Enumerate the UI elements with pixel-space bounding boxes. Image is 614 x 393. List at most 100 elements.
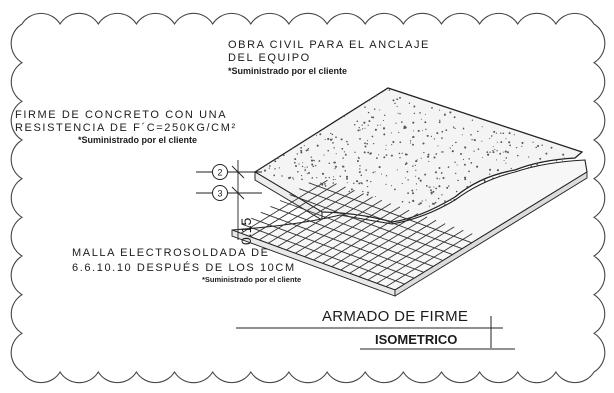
stipple-dot bbox=[425, 128, 427, 131]
stipple-dot bbox=[392, 140, 395, 144]
stipple-dot bbox=[372, 171, 375, 174]
stipple-dot bbox=[423, 151, 425, 154]
stipple-dot bbox=[425, 185, 428, 187]
stipple-dot bbox=[412, 143, 414, 146]
concrete-slab bbox=[253, 87, 584, 223]
stipple-dot bbox=[324, 138, 326, 140]
mesh-wire bbox=[299, 188, 463, 250]
stipple-dot bbox=[421, 200, 423, 202]
stipple-dot bbox=[360, 174, 363, 177]
stipple-dot bbox=[394, 102, 396, 105]
stipple-dot bbox=[305, 149, 308, 152]
stipple-dot bbox=[385, 183, 387, 185]
obra-line2: DEL EQUIPO bbox=[228, 52, 311, 64]
stipple-dot bbox=[419, 202, 422, 205]
stipple-dot bbox=[455, 190, 458, 193]
annotation-obra: OBRA CIVIL PARA EL ANCLAJE DEL EQUIPO *S… bbox=[228, 39, 430, 76]
stipple-dot bbox=[436, 177, 439, 180]
stipple-dot bbox=[482, 156, 484, 159]
stipple-dot bbox=[508, 141, 511, 144]
stipple-dot bbox=[460, 153, 462, 155]
stipple-dot bbox=[385, 144, 387, 146]
stipple-dot bbox=[493, 130, 496, 133]
stipple-dot bbox=[453, 116, 456, 119]
obra-line1: OBRA CIVIL PARA EL ANCLAJE bbox=[228, 39, 430, 51]
stipple-dot bbox=[440, 172, 443, 174]
stipple-dot bbox=[359, 168, 361, 170]
stipple-dot bbox=[535, 163, 538, 165]
stipple-dot bbox=[444, 200, 446, 203]
stipple-dot bbox=[301, 178, 303, 181]
stipple-dot bbox=[431, 107, 433, 109]
stipple-dot bbox=[333, 147, 335, 149]
title-block: ARMADO DE FIRME ISOMETRICO bbox=[236, 308, 515, 350]
stipple-dot bbox=[374, 128, 377, 131]
stipple-dot bbox=[383, 133, 386, 136]
stipple-dot bbox=[462, 127, 465, 130]
stipple-dot bbox=[456, 164, 458, 166]
stipple-dot bbox=[327, 137, 330, 141]
annotation-malla: MALLA ELECTROSOLDADA DE 6.6.10.10 DESPUÉ… bbox=[72, 247, 301, 284]
stipple-dot bbox=[429, 186, 431, 188]
stipple-dot bbox=[406, 153, 408, 156]
stipple-dot bbox=[406, 170, 409, 173]
stipple-dot bbox=[442, 176, 445, 180]
stipple-dot bbox=[399, 141, 402, 144]
stipple-dot bbox=[341, 147, 344, 150]
stipple-dot bbox=[481, 140, 483, 142]
stipple-dot bbox=[274, 168, 276, 170]
stipple-dot bbox=[367, 124, 369, 126]
stipple-dot bbox=[452, 126, 454, 128]
stipple-dot bbox=[411, 192, 415, 195]
stipple-dot bbox=[316, 177, 318, 179]
stipple-dot bbox=[367, 151, 370, 154]
stipple-dot bbox=[454, 127, 456, 130]
stipple-dot bbox=[281, 175, 283, 177]
stipple-dot bbox=[468, 170, 470, 173]
mesh-wire bbox=[349, 219, 437, 274]
stipple-dot bbox=[396, 169, 398, 171]
stipple-dot bbox=[492, 151, 495, 154]
firme-line1: FIRME DE CONCRETO CON UNA bbox=[15, 109, 227, 121]
stipple-dot bbox=[441, 137, 443, 139]
stipple-dot bbox=[440, 151, 442, 153]
stipple-dot bbox=[408, 201, 411, 204]
stipple-dot bbox=[359, 165, 361, 167]
stipple-dot bbox=[332, 141, 334, 144]
stipple-dot bbox=[426, 134, 429, 137]
stipple-dot bbox=[414, 175, 416, 177]
stipple-dot bbox=[334, 161, 336, 164]
stipple-dot bbox=[437, 145, 439, 147]
stipple-dot bbox=[464, 178, 467, 181]
stipple-dot bbox=[385, 148, 387, 151]
stipple-dot bbox=[447, 166, 450, 168]
stipple-dot bbox=[416, 159, 418, 161]
stipple-dot bbox=[378, 166, 381, 169]
stipple-dot bbox=[332, 179, 334, 181]
stipple-dot bbox=[332, 182, 335, 184]
stipple-dot bbox=[496, 141, 498, 143]
stipple-dot bbox=[306, 173, 308, 175]
stipple-dot bbox=[415, 183, 417, 185]
stipple-dot bbox=[382, 119, 385, 121]
stipple-dot bbox=[344, 153, 347, 156]
stipple-dot bbox=[370, 180, 372, 183]
stipple-dot bbox=[332, 176, 335, 178]
stipple-dot bbox=[412, 165, 414, 167]
stipple-dot bbox=[400, 121, 403, 123]
stipple-dot bbox=[398, 152, 401, 155]
stipple-dot bbox=[273, 174, 276, 177]
stipple-dot bbox=[371, 135, 374, 138]
stipple-dot bbox=[449, 199, 452, 201]
stipple-dot bbox=[409, 140, 412, 142]
stipple-dot bbox=[361, 128, 364, 130]
malla-line2: 6.6.10.10 DESPUÉS DE LOS 10CM bbox=[72, 261, 296, 274]
stipple-dot bbox=[502, 151, 504, 153]
stipple-dot bbox=[343, 166, 345, 168]
stipple-dot bbox=[427, 155, 430, 158]
mesh-wire bbox=[295, 199, 383, 254]
mesh-wire bbox=[277, 193, 364, 248]
stipple-dot bbox=[328, 162, 331, 165]
stipple-dot bbox=[436, 132, 439, 135]
stipple-dot bbox=[427, 153, 430, 156]
